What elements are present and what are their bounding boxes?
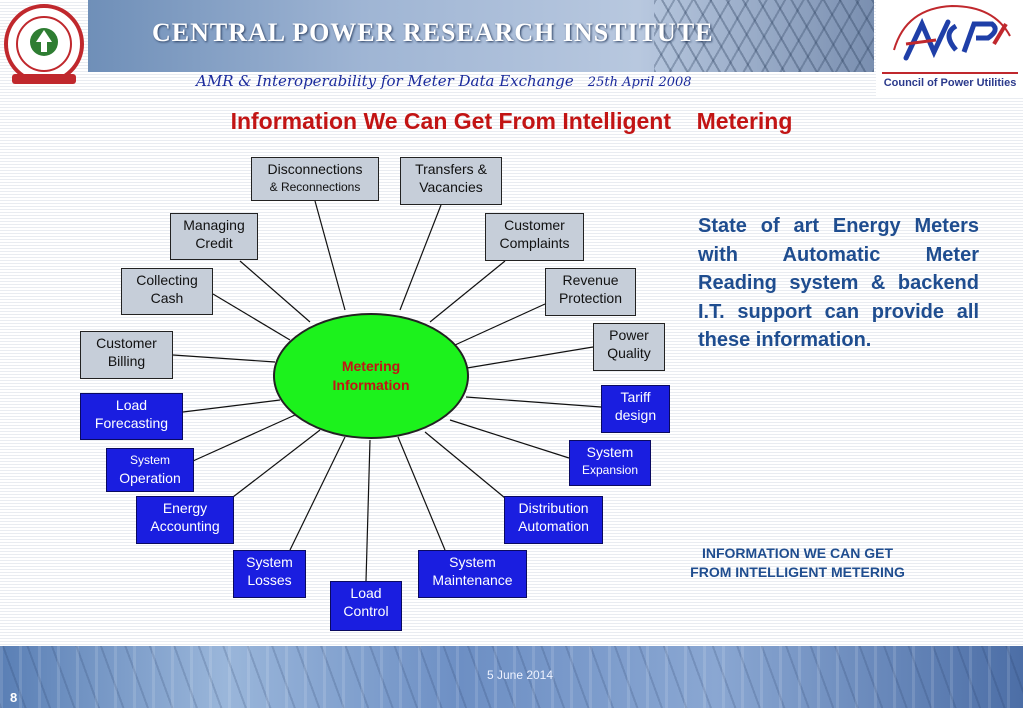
node-load-control: Load Control xyxy=(330,581,402,631)
node-line: Maintenance xyxy=(432,572,513,588)
node-line: Control xyxy=(343,603,389,619)
node-line: Vacancies xyxy=(419,179,483,195)
ncpu-emblem-icon xyxy=(893,4,1011,61)
node-line: Billing xyxy=(107,353,146,369)
node-system-operation: System Operation xyxy=(106,448,194,492)
node-line: Customer xyxy=(504,217,565,233)
node-transfers-vacancies: Transfers & Vacancies xyxy=(400,157,502,205)
header: CENTRAL POWER RESEARCH INSTITUTE Council… xyxy=(0,0,1023,96)
node-system-maintenance: System Maintenance xyxy=(418,550,527,598)
description-text: State of art Energy Meters with Automati… xyxy=(698,215,979,351)
connector-line xyxy=(424,431,506,499)
connector-line xyxy=(239,260,311,323)
node-collecting-cash: Collecting Cash xyxy=(121,268,213,315)
hub-label-line2: Information xyxy=(332,377,410,393)
footer: 5 June 2014 8 xyxy=(0,646,1023,708)
node-line: Collecting xyxy=(136,272,198,288)
ncpu-caption: Council of Power Utilities xyxy=(882,72,1018,92)
connector-line xyxy=(314,200,346,311)
node-line: Transfers & xyxy=(415,161,487,177)
footer-date: 5 June 2014 xyxy=(486,668,554,682)
node-disconnections: Disconnections & Reconnections xyxy=(251,157,379,201)
footer-substation-image xyxy=(0,646,1023,708)
node-line: Expansion xyxy=(581,463,639,477)
institute-banner: CENTRAL POWER RESEARCH INSTITUTE xyxy=(88,0,874,72)
page-number: 8 xyxy=(10,690,18,705)
metering-information-hub: Metering Information xyxy=(273,313,469,439)
node-line: System xyxy=(449,554,496,570)
connector-line xyxy=(212,293,291,341)
node-system-losses: System Losses xyxy=(233,550,306,598)
node-line: design xyxy=(614,407,657,423)
node-line: Energy xyxy=(162,500,208,516)
node-line: Credit xyxy=(195,235,233,251)
node-line: Automation xyxy=(518,518,589,534)
node-line: Accounting xyxy=(150,518,220,534)
connector-line xyxy=(466,346,594,369)
node-line: Load xyxy=(350,585,382,601)
node-line: Load xyxy=(115,397,148,413)
connector-line xyxy=(365,439,371,582)
connector-line xyxy=(449,419,570,459)
connector-line xyxy=(192,414,296,462)
node-line: Forecasting xyxy=(94,415,169,431)
slide-title: Information We Can Get From Intelligent … xyxy=(230,108,793,134)
node-system-expansion: System Expansion xyxy=(569,440,651,486)
node-line: Cash xyxy=(150,290,184,306)
node-line: Tariff xyxy=(620,389,651,405)
node-line: Complaints xyxy=(499,235,570,251)
conference-name: AMR & Interoperability for Meter Data Ex… xyxy=(196,72,574,90)
cpri-logo xyxy=(4,4,84,84)
node-line: Quality xyxy=(607,345,651,361)
caption-line1: INFORMATION WE CAN GET xyxy=(701,545,894,561)
node-line: Customer xyxy=(96,335,157,351)
hub-label-line1: Metering xyxy=(341,358,401,374)
caption: INFORMATION WE CAN GET FROM INTELLIGENT … xyxy=(650,544,945,582)
connector-line xyxy=(454,303,546,346)
node-revenue-protection: Revenue Protection xyxy=(545,268,636,316)
node-line: Revenue xyxy=(562,272,619,288)
node-customer-complaints: Customer Complaints xyxy=(485,213,584,261)
connector-line xyxy=(465,396,602,408)
node-line: Distribution xyxy=(518,500,589,516)
node-distribution-automation: Distribution Automation xyxy=(504,496,603,544)
node-customer-billing: Customer Billing xyxy=(80,331,173,379)
node-line: Power xyxy=(609,327,649,343)
ncpu-logo: Council of Power Utilities xyxy=(876,0,1023,96)
node-load-forecasting: Load Forecasting xyxy=(80,393,183,440)
connector-line xyxy=(397,436,446,551)
connector-line xyxy=(172,354,276,363)
institute-name: CENTRAL POWER RESEARCH INSTITUTE xyxy=(152,18,714,47)
node-line: Managing xyxy=(183,217,245,233)
node-energy-accounting: Energy Accounting xyxy=(136,496,234,544)
connector-line xyxy=(232,429,321,498)
node-managing-credit: Managing Credit xyxy=(170,213,258,260)
node-power-quality: Power Quality xyxy=(593,323,665,371)
node-line: Protection xyxy=(558,290,623,306)
node-line: & Reconnections xyxy=(269,180,361,194)
caption-line2: FROM INTELLIGENT METERING xyxy=(690,564,905,580)
node-line: Disconnections xyxy=(267,161,363,177)
node-line: Losses xyxy=(247,572,292,588)
connector-line xyxy=(399,204,442,311)
connector-line xyxy=(182,399,281,413)
node-line: System xyxy=(586,444,634,460)
node-line: System xyxy=(246,554,293,570)
transmission-tower-image xyxy=(654,0,874,72)
node-tariff-design: Tariff design xyxy=(601,385,670,433)
conference-title: AMR & Interoperability for Meter Data Ex… xyxy=(196,72,692,90)
node-line: System xyxy=(129,453,170,467)
node-line: Operation xyxy=(119,470,181,486)
connector-line xyxy=(289,436,346,551)
connector-line xyxy=(429,260,506,323)
conference-date: 25th April 2008 xyxy=(587,75,692,90)
